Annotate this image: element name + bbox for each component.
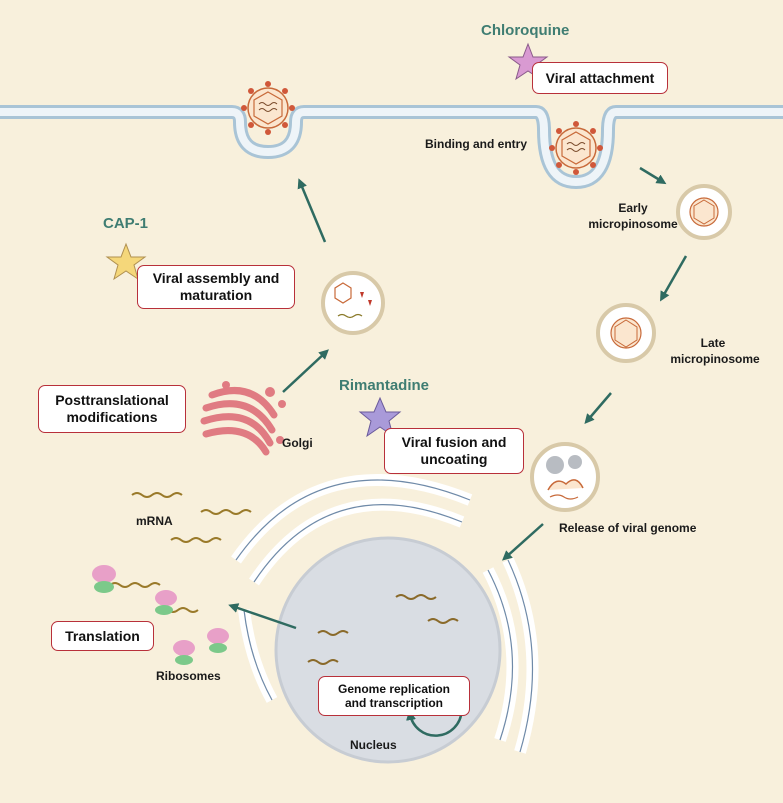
late-micropinosome: [596, 303, 656, 363]
entering-virion: [548, 120, 604, 176]
cytoplasmic-mrna: [109, 492, 252, 613]
rimantadine-label: Rimantadine: [339, 377, 430, 394]
early-micropinosome: [676, 184, 732, 240]
rimantadine-star-icon: [358, 396, 402, 438]
viral-assembly-text-1: Viral assembly and: [152, 270, 280, 287]
release-endosome: [530, 442, 600, 512]
viral-assembly-box: Viral assembly and maturation: [137, 265, 295, 309]
nucleus: [274, 536, 502, 764]
posttranslational-text-1: Posttranslational: [55, 392, 169, 409]
early-label-1: Early: [618, 201, 648, 215]
genome-replication-text-2: and transcription: [344, 696, 443, 710]
pathway-arrows: [228, 166, 688, 630]
viral-attachment-box: Viral attachment: [532, 62, 668, 94]
nucleus-label: Nucleus: [350, 738, 397, 752]
translation-text: Translation: [65, 627, 140, 644]
viral-attachment-text: Viral attachment: [545, 69, 655, 86]
endoplasmic-reticulum: [231, 474, 539, 754]
chloroquine-label: Chloroquine: [481, 22, 570, 39]
viral-assembly-text-2: maturation: [179, 287, 253, 303]
ribosomes: [92, 565, 229, 665]
mrna-label: mRNA: [136, 514, 173, 528]
posttranslational-text-2: modifications: [66, 409, 158, 425]
cell-membrane: [0, 105, 783, 190]
posttranslational-box: Posttranslational modifications: [38, 385, 186, 433]
golgi-label: Golgi: [282, 436, 313, 450]
translation-box: Translation: [51, 621, 154, 651]
fusion-box: Viral fusion and uncoating: [384, 428, 524, 474]
nuclear-rna: [307, 594, 459, 665]
cap1-star-icon: [105, 242, 147, 281]
fusion-text-1: Viral fusion and: [401, 434, 507, 451]
assembly-vesicle: [321, 271, 385, 335]
genome-replication-box: Genome replication and transcription: [318, 676, 470, 716]
late-label-2: micropinosome: [670, 352, 760, 366]
fusion-text-2: uncoating: [420, 451, 488, 467]
budding-virion: [240, 80, 296, 136]
release-label: Release of viral genome: [559, 521, 697, 535]
binding-entry-label: Binding and entry: [425, 137, 527, 151]
genome-replication-text-1: Genome replication: [337, 681, 451, 696]
golgi: [200, 381, 286, 456]
early-label-2: micropinosome: [588, 217, 678, 231]
cap1-label: CAP-1: [103, 215, 149, 232]
late-label-1: Late: [700, 336, 726, 350]
ribosomes-label: Ribosomes: [156, 669, 221, 683]
